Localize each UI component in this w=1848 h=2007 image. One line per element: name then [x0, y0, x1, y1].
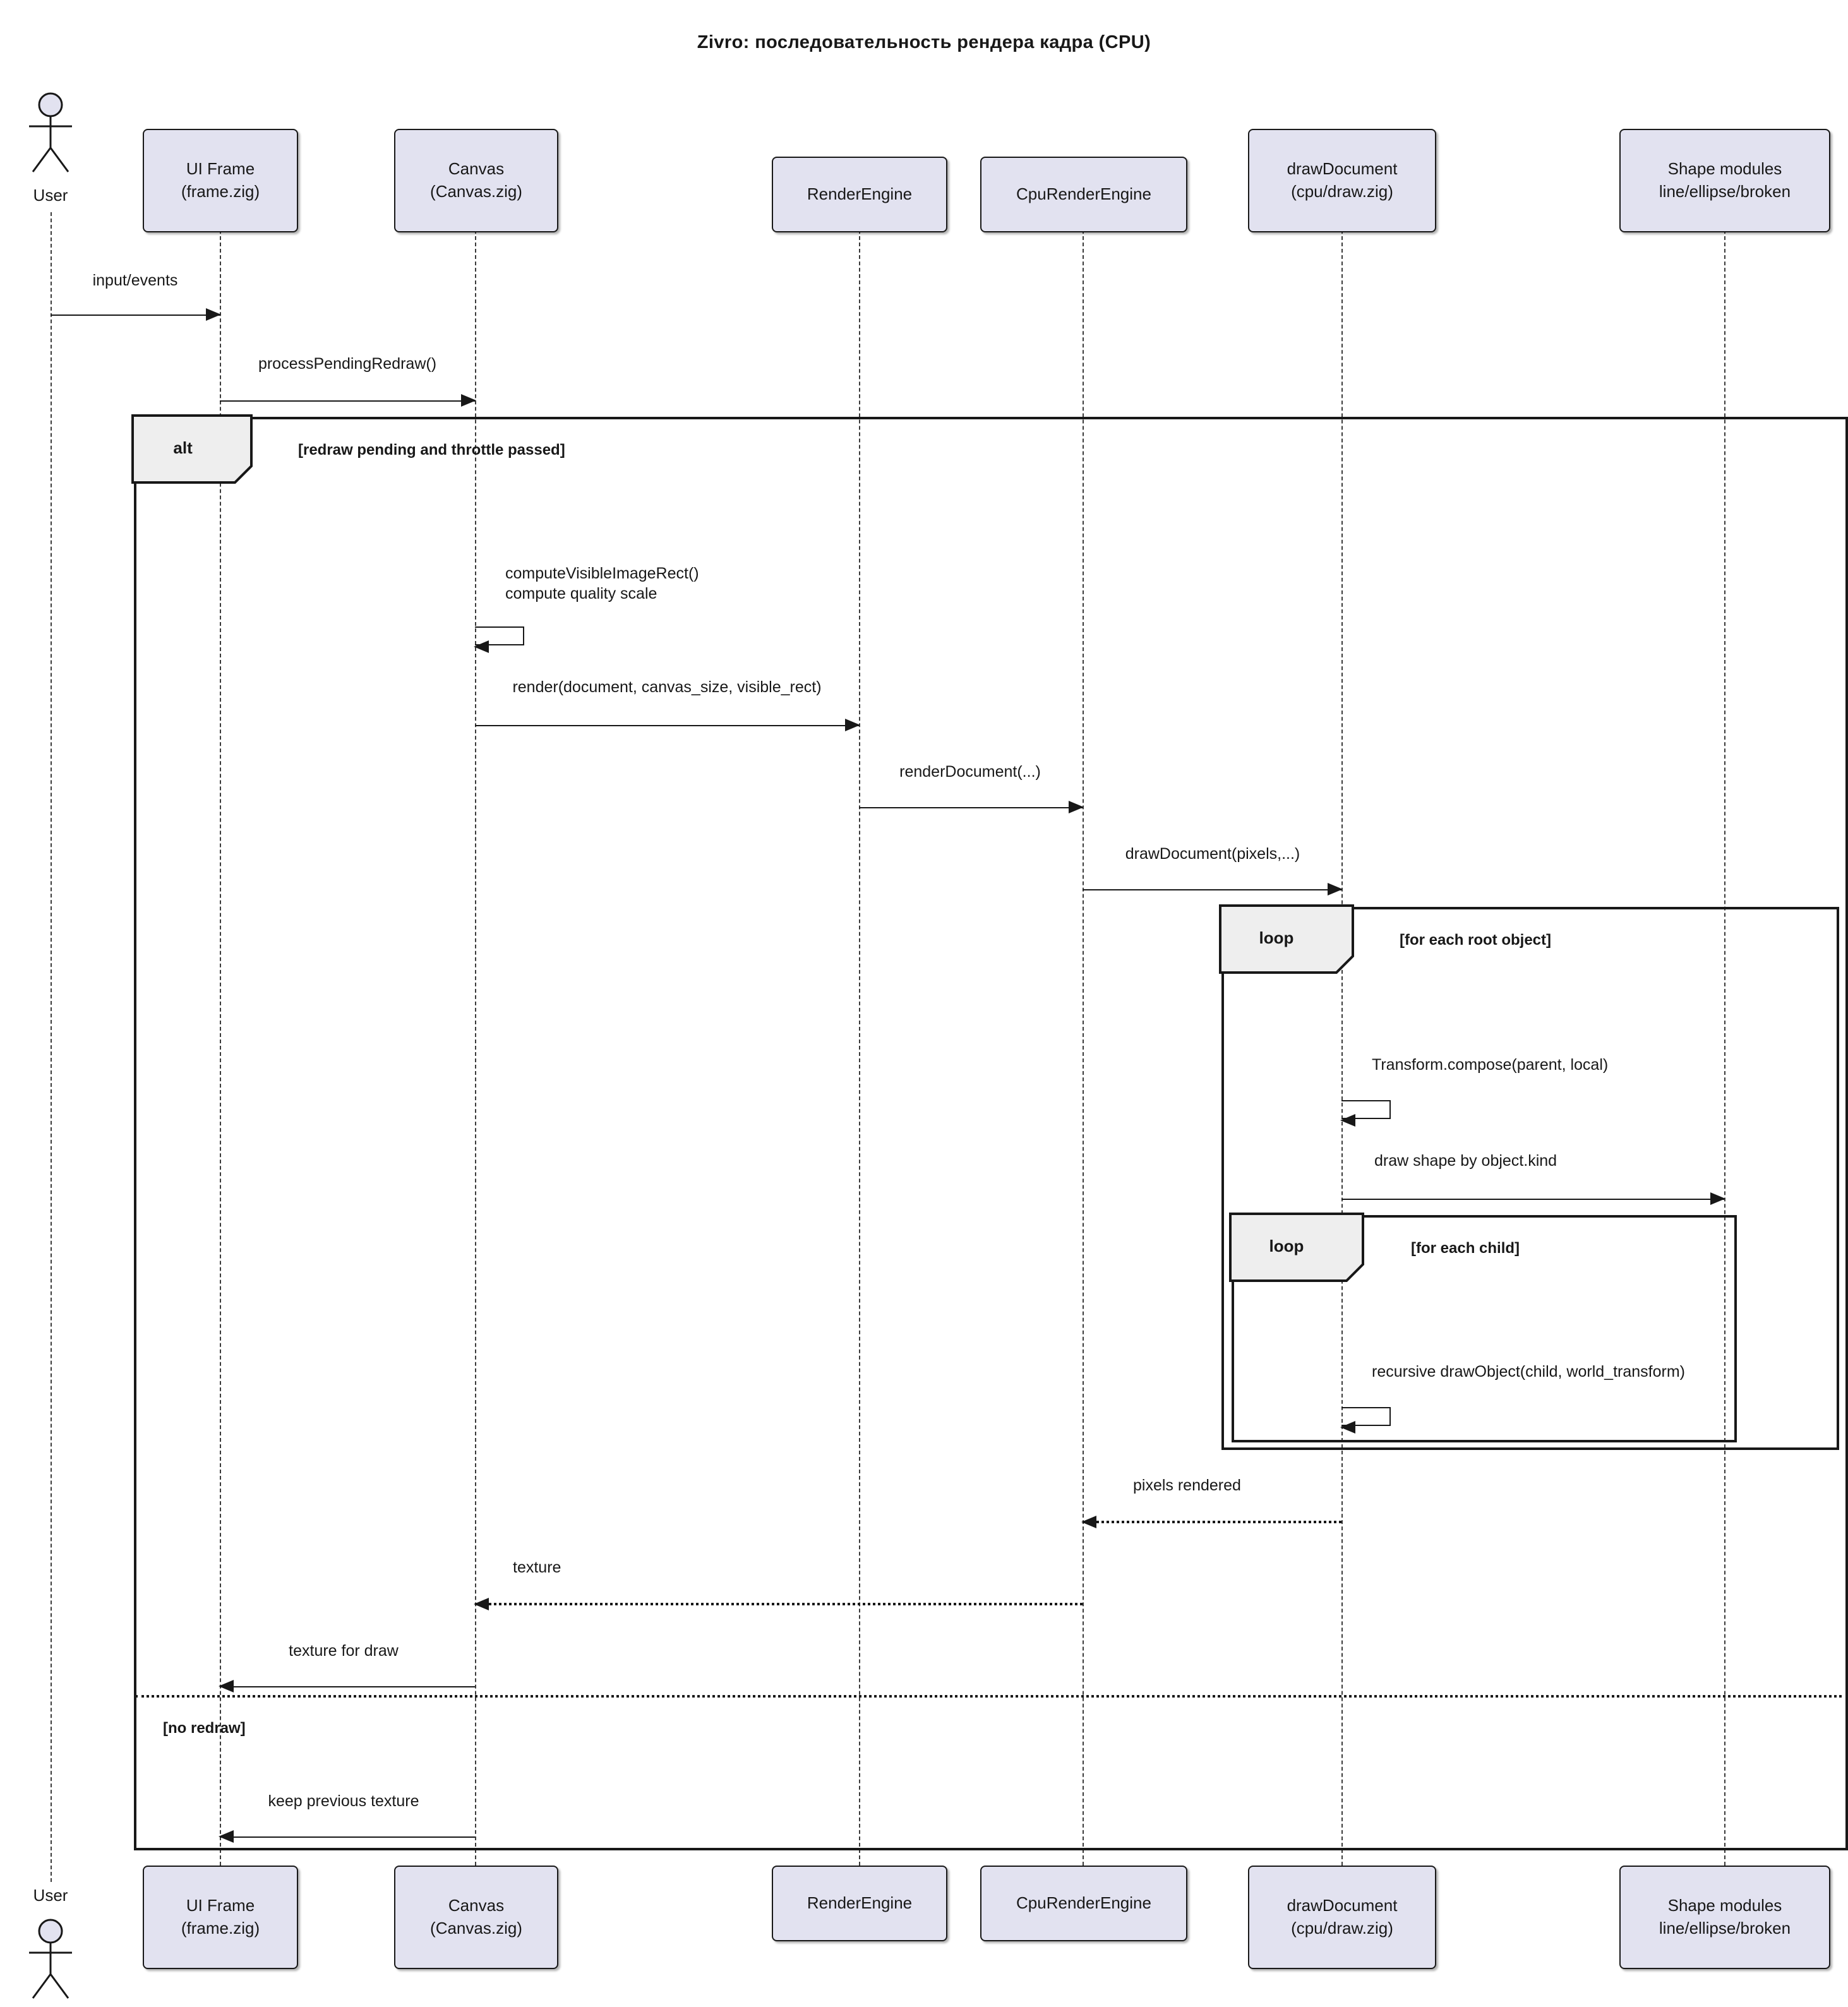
message-arrow-texture — [474, 1598, 1083, 1610]
participant-renderengine-bottom: RenderEngine — [772, 1866, 947, 1941]
message-label-transform-compose: Transform.compose(parent, local) — [1372, 1056, 1609, 1074]
arrowhead-left-icon — [219, 1680, 234, 1692]
diagram-title: Zivro: последовательность рендера кадра … — [697, 33, 1151, 53]
loop-child-keyword: loop — [1269, 1236, 1304, 1255]
participant-cpurender-top: CpuRenderEngine — [980, 157, 1187, 232]
message-label-render: render(document, canvas_size, visible_re… — [512, 678, 822, 696]
arrowhead-left-icon — [474, 640, 489, 652]
lifeline-uiframe — [219, 230, 220, 1866]
self-message-transform-compose — [1340, 1100, 1391, 1126]
message-label-input-events: input/events — [92, 272, 178, 289]
participant-shapes-bottom: Shape modules line/ellipse/broken — [1619, 1866, 1830, 1969]
lifeline-cpurender — [1082, 230, 1083, 1866]
arrowhead-right-icon — [206, 308, 221, 321]
message-arrow-texture-for-draw — [219, 1680, 475, 1692]
message-label-pixels-rendered: pixels rendered — [1133, 1477, 1241, 1494]
loop-child-guard: [for each child] — [1411, 1239, 1520, 1257]
lifeline-drawdoc — [1341, 230, 1342, 1866]
message-label-process-pending: processPendingRedraw() — [258, 355, 437, 373]
arrowhead-left-icon — [474, 1598, 489, 1610]
self-message-recursive-draw — [1340, 1407, 1391, 1433]
message-arrow-input-events — [51, 308, 221, 321]
arrowhead-left-icon — [1081, 1516, 1096, 1528]
user-actor-icon — [29, 1919, 72, 1999]
lifeline-shapes — [1724, 230, 1725, 1866]
user-actor-icon — [29, 92, 72, 172]
message-arrow-process-pending — [220, 394, 476, 407]
arrowhead-right-icon — [1069, 801, 1084, 813]
loop-root-guard: [for each root object] — [1400, 931, 1552, 949]
participant-drawdoc-top: drawDocument (cpu/draw.zig) — [1248, 129, 1436, 232]
message-label-render-document: renderDocument(...) — [899, 763, 1041, 781]
arrowhead-right-icon — [845, 719, 860, 731]
message-arrow-pixels-rendered — [1081, 1516, 1341, 1528]
lifeline-canvas — [474, 230, 476, 1866]
arrowhead-left-icon — [1340, 1420, 1355, 1433]
lifeline-user — [50, 212, 51, 1882]
arrowhead-left-icon — [219, 1830, 234, 1843]
message-label-draw-document: drawDocument(pixels,...) — [1125, 845, 1300, 863]
participant-canvas-top: Canvas (Canvas.zig) — [394, 129, 558, 232]
participant-cpurender-bottom: CpuRenderEngine — [980, 1866, 1187, 1941]
message-arrow-render-document — [859, 801, 1084, 813]
self-message-compute-visible — [474, 626, 524, 652]
message-label-texture: texture — [513, 1559, 561, 1576]
message-arrow-keep-previous — [219, 1830, 475, 1843]
alt-else-divider — [135, 1695, 1842, 1698]
arrowhead-right-icon — [461, 394, 476, 407]
alt-keyword: alt — [173, 438, 193, 457]
alt-frame — [134, 417, 1848, 1850]
message-label-compute-visible: computeVisibleImageRect() compute qualit… — [505, 565, 699, 602]
loop-root-frame — [1221, 907, 1839, 1450]
participant-canvas-bottom: Canvas (Canvas.zig) — [394, 1866, 558, 1969]
loop-child-frame — [1232, 1215, 1737, 1442]
message-label-keep-previous: keep previous texture — [268, 1792, 419, 1810]
alt-frame-label: alt — [131, 414, 253, 484]
participant-uiframe-bottom: UI Frame (frame.zig) — [143, 1866, 298, 1969]
participant-uiframe-top: UI Frame (frame.zig) — [143, 129, 298, 232]
user-label-top: User — [33, 186, 68, 205]
loop-pentagon-icon — [1229, 1213, 1364, 1282]
loop-pentagon-icon — [1219, 904, 1354, 974]
user-label-bottom: User — [33, 1886, 68, 1905]
arrowhead-right-icon — [1710, 1192, 1725, 1205]
message-label-draw-shape: draw shape by object.kind — [1374, 1152, 1557, 1170]
arrowhead-right-icon — [1328, 883, 1343, 896]
alt-pentagon-icon — [131, 414, 253, 484]
participant-renderengine-top: RenderEngine — [772, 157, 947, 232]
message-arrow-draw-document — [1083, 883, 1343, 896]
arrowhead-left-icon — [1340, 1113, 1355, 1126]
participant-drawdoc-bottom: drawDocument (cpu/draw.zig) — [1248, 1866, 1436, 1969]
message-label-recursive-draw: recursive drawObject(child, world_transf… — [1372, 1363, 1685, 1381]
loop-root-keyword: loop — [1259, 928, 1294, 947]
alt-guard: [redraw pending and throttle passed] — [298, 441, 565, 458]
alt-else-guard: [no redraw] — [163, 1719, 246, 1737]
message-arrow-render — [475, 719, 860, 731]
participant-shapes-top: Shape modules line/ellipse/broken — [1619, 129, 1830, 232]
loop-child-frame-label: loop — [1229, 1213, 1364, 1282]
message-label-texture-for-draw: texture for draw — [289, 1642, 399, 1660]
loop-root-frame-label: loop — [1219, 904, 1354, 974]
message-arrow-draw-shape — [1341, 1192, 1725, 1205]
lifeline-renderengine — [858, 230, 860, 1866]
